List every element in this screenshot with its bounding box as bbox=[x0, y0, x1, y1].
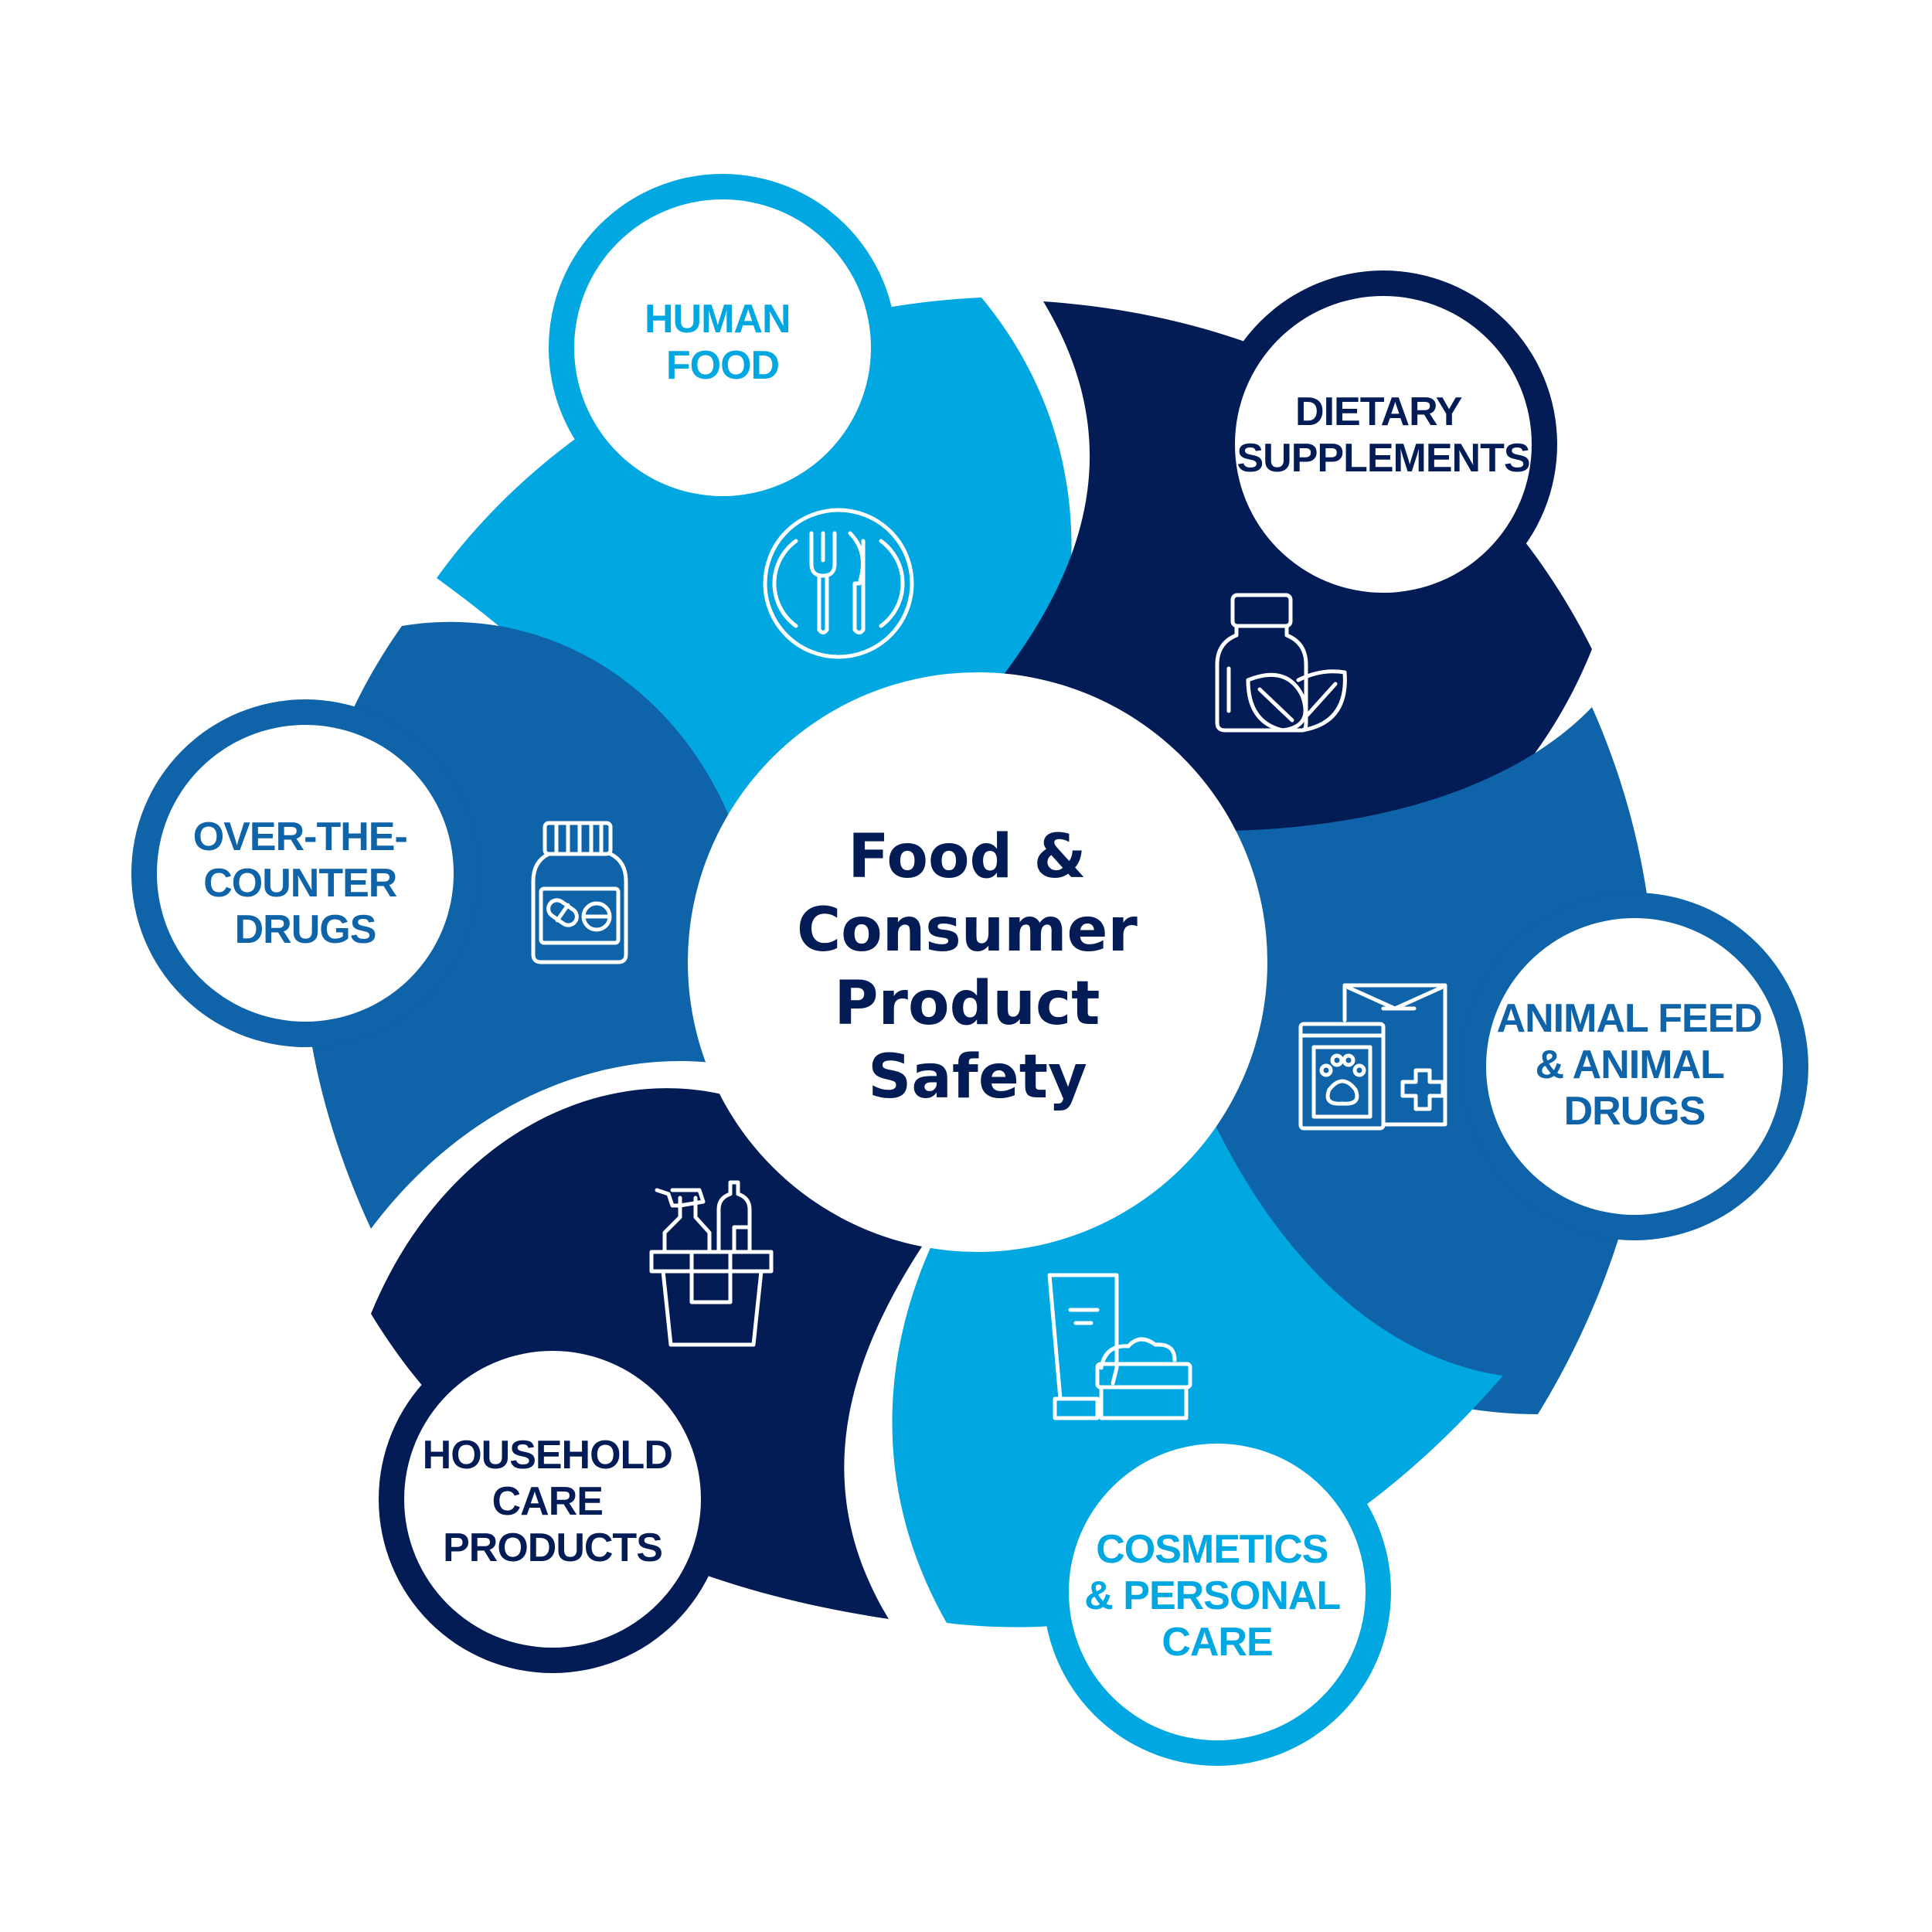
badge-household-care: HOUSEHOLD CARE PRODUCTS bbox=[379, 1325, 726, 1673]
label-animal-feed: ANIMAL FEED & ANIMAL DRUGS bbox=[1497, 996, 1773, 1134]
label-dietary-supplements: DIETARY SUPPLEMENTS bbox=[1236, 389, 1529, 481]
badge-human-food: HUMAN FOOD bbox=[549, 174, 896, 522]
pet-food-bag-icon bbox=[1298, 983, 1447, 1131]
label-cosmetics: COSMETICS & PERSONAL CARE bbox=[1084, 1527, 1349, 1665]
center-title-line-3: Product bbox=[834, 969, 1100, 1039]
plate-fork-knife-icon bbox=[763, 508, 914, 659]
center-title: Food & Consumer Product Safety bbox=[797, 822, 1158, 1112]
badge-dietary-supplements: DIETARY SUPPLEMENTS bbox=[1209, 270, 1557, 618]
center-title-line-2: Consumer bbox=[797, 896, 1138, 965]
label-household-care: HOUSEHOLD CARE PRODUCTS bbox=[423, 1433, 683, 1570]
pill-bottle-icon bbox=[531, 821, 628, 964]
label-human-food: HUMAN FOOD bbox=[645, 297, 801, 388]
badge-cosmetics: COSMETICS & PERSONAL CARE bbox=[1043, 1418, 1391, 1766]
cosmetic-tube-jar-icon bbox=[1047, 1273, 1192, 1420]
center-title-line-1: Food & bbox=[848, 822, 1086, 892]
supplement-bottle-leaf-icon bbox=[1215, 593, 1347, 733]
badge-otc-drugs: OVER-THE- COUNTER DRUGS bbox=[131, 699, 479, 1047]
label-otc-drugs: OVER-THE- COUNTER DRUGS bbox=[193, 815, 417, 952]
cleaning-bucket-icon bbox=[649, 1180, 774, 1347]
badge-animal-feed: ANIMAL FEED & ANIMAL DRUGS bbox=[1461, 893, 1808, 1240]
center-disc bbox=[688, 672, 1267, 1252]
center-title-line-4: Safety bbox=[868, 1043, 1087, 1112]
